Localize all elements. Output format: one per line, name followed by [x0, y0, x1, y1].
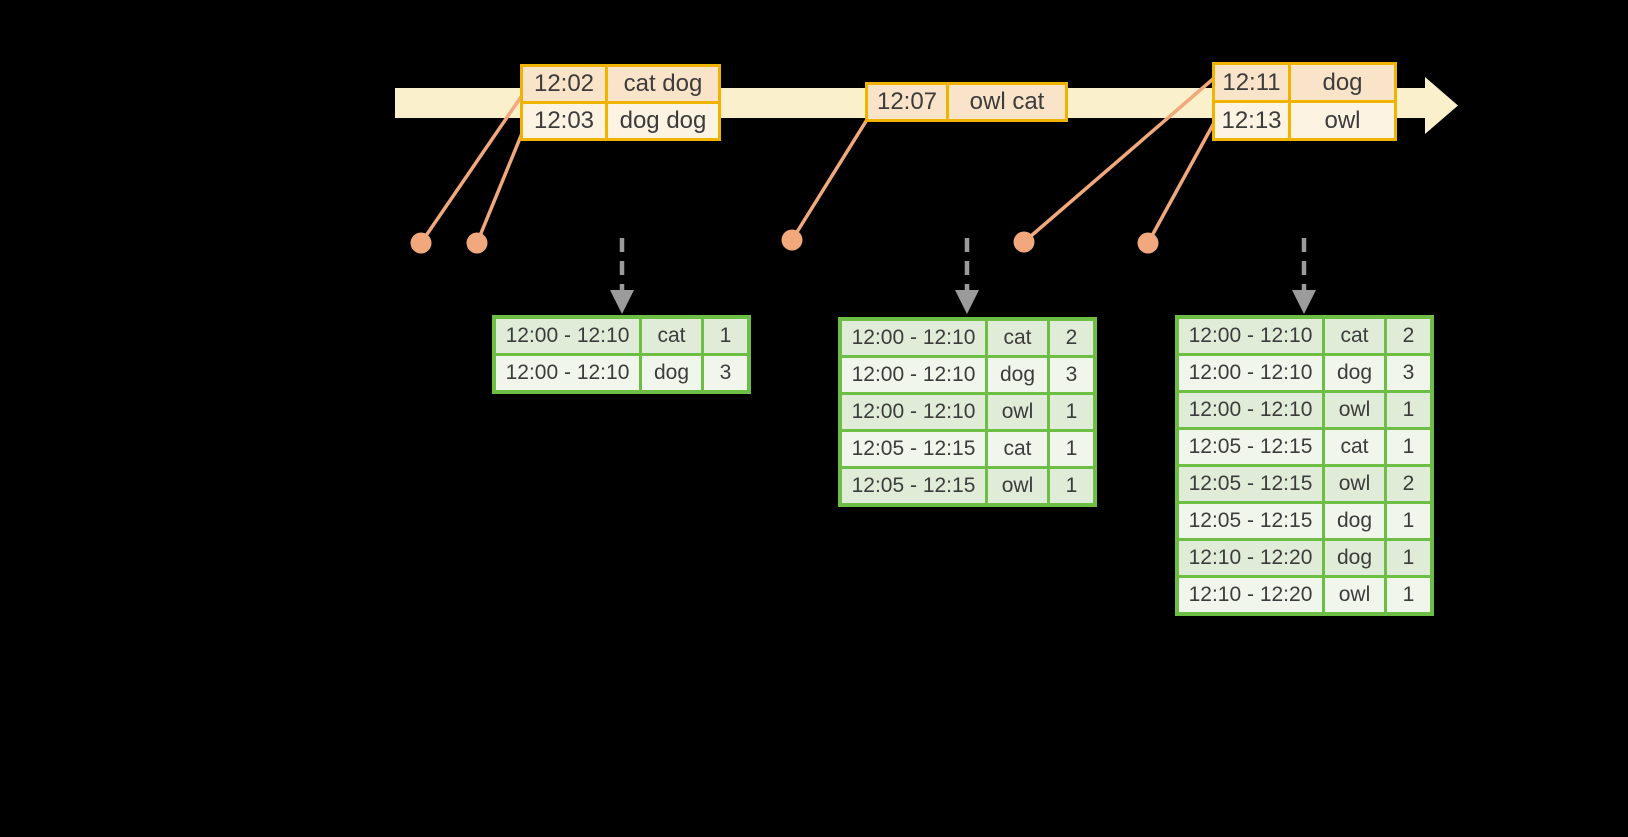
table-cell: 12:05 - 12:15 — [1179, 504, 1322, 538]
table-cell: 1 — [704, 319, 747, 353]
table-cell: 1 — [1387, 578, 1430, 612]
table-cell: 1 — [1387, 504, 1430, 538]
table-cell: 12:00 - 12:10 — [842, 321, 985, 355]
table-cell: dog — [1325, 356, 1384, 390]
table-cell: 1 — [1387, 541, 1430, 575]
table-cell: 3 — [1387, 356, 1430, 390]
table-cell: 12:05 - 12:15 — [842, 469, 985, 503]
event-dot-5 — [1137, 232, 1159, 254]
table-cell: 12:11 — [1215, 65, 1288, 100]
table-cell: 1 — [1387, 393, 1430, 427]
table-cell: 12:00 - 12:10 — [1179, 356, 1322, 390]
table-cell: cat — [988, 321, 1047, 355]
table-cell: dog — [642, 356, 701, 390]
trigger-arrow-head-2 — [955, 290, 979, 314]
table-cell: 12:05 - 12:15 — [1179, 467, 1322, 501]
table-cell: 12:07 — [868, 85, 946, 119]
table-cell: 1 — [1050, 432, 1093, 466]
table-cell: owl — [1325, 393, 1384, 427]
table-cell: 12:13 — [1215, 103, 1288, 138]
table-cell: owl — [988, 395, 1047, 429]
table-cell: 12:00 - 12:10 — [496, 356, 639, 390]
connector-line-2 — [475, 125, 527, 244]
table-cell: 3 — [704, 356, 747, 390]
table-cell: owl — [1291, 103, 1394, 138]
table-cell: 12:05 - 12:15 — [1179, 430, 1322, 464]
table-cell: dog — [988, 358, 1047, 392]
timeline-arrowhead-icon — [1425, 77, 1458, 134]
table-cell: 2 — [1050, 321, 1093, 355]
event-dot-3 — [781, 229, 803, 251]
table-cell: dog — [1291, 65, 1394, 100]
event-dot-2 — [466, 232, 488, 254]
event-dot-4 — [1013, 231, 1035, 253]
table-cell: cat — [1325, 319, 1384, 353]
table-cell: cat — [642, 319, 701, 353]
trigger-arrow-head-1 — [610, 290, 634, 314]
table-cell: 12:05 - 12:15 — [842, 432, 985, 466]
table-cell: cat — [1325, 430, 1384, 464]
table-cell: owl — [1325, 578, 1384, 612]
table-cell: 3 — [1050, 358, 1093, 392]
connector-line-4 — [1022, 77, 1215, 244]
table-cell: cat — [988, 432, 1047, 466]
table-cell: 12:00 - 12:10 — [842, 358, 985, 392]
table-cell: owl — [1325, 467, 1384, 501]
table-cell: 12:03 — [523, 104, 605, 138]
connector-line-3 — [790, 117, 870, 241]
table-cell: 2 — [1387, 467, 1430, 501]
table-cell: 1 — [1050, 469, 1093, 503]
table-cell: 12:00 - 12:10 — [1179, 319, 1322, 353]
table-cell: 12:00 - 12:10 — [496, 319, 639, 353]
table-cell: 12:10 - 12:20 — [1179, 541, 1322, 575]
table-cell: 12:00 - 12:10 — [1179, 393, 1322, 427]
table-cell: owl — [988, 469, 1047, 503]
event-dot-1 — [410, 232, 432, 254]
table-cell: dog dog — [608, 104, 718, 138]
connector-line-5 — [1146, 120, 1217, 244]
table-cell: owl cat — [949, 85, 1065, 119]
trigger-arrow-head-3 — [1292, 290, 1316, 314]
table-cell: 1 — [1050, 395, 1093, 429]
connector-line-1 — [419, 93, 525, 244]
table-cell: cat dog — [608, 67, 718, 101]
table-cell: 12:00 - 12:10 — [842, 395, 985, 429]
table-cell: dog — [1325, 541, 1384, 575]
table-cell: 2 — [1387, 319, 1430, 353]
table-cell: 12:02 — [523, 67, 605, 101]
table-cell: 1 — [1387, 430, 1430, 464]
table-cell: 12:10 - 12:20 — [1179, 578, 1322, 612]
table-cell: dog — [1325, 504, 1384, 538]
